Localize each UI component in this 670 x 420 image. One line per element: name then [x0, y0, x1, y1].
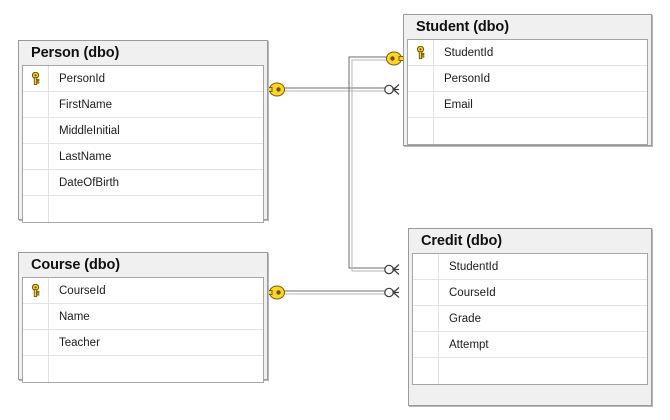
field-row[interactable]: StudentId: [413, 254, 647, 280]
field-name: PersonId: [444, 72, 491, 85]
field-row[interactable]: Attempt: [413, 332, 647, 358]
field-name: FirstName: [59, 98, 113, 111]
field-icon-cell-empty: [408, 92, 434, 117]
field-row[interactable]: LastName: [23, 144, 263, 170]
field-name: StudentId: [444, 46, 494, 59]
relationship-person-student[interactable]: [259, 82, 400, 97]
field-icon-cell-empty: [413, 254, 439, 279]
field-name: CourseId: [449, 286, 496, 299]
field-row-empty[interactable]: [23, 196, 263, 222]
field-icon-cell-empty: [413, 280, 439, 305]
field-name: Grade: [449, 312, 481, 325]
primary-key-icon: [31, 284, 40, 297]
field-name: DateOfBirth: [59, 176, 120, 189]
field-row-empty[interactable]: [408, 118, 647, 144]
field-row[interactable]: StudentId: [408, 40, 647, 66]
field-row[interactable]: PersonId: [23, 66, 263, 92]
entity-table-title: Credit (dbo): [421, 233, 502, 249]
field-icon-cell-empty: [408, 66, 434, 91]
many-crowsfoot-marker: [384, 287, 400, 298]
field-row[interactable]: CourseId: [23, 278, 263, 304]
field-name: Email: [444, 98, 473, 111]
field-icon-cell-empty: [408, 118, 434, 144]
field-icon-cell-empty: [413, 358, 439, 384]
relationship-course-credit[interactable]: [259, 285, 400, 300]
field-row[interactable]: MiddleInitial: [23, 118, 263, 144]
field-name: Name: [59, 310, 90, 323]
field-row[interactable]: DateOfBirth: [23, 170, 263, 196]
field-icon-cell-empty: [23, 304, 49, 329]
field-icon-cell-empty: [23, 118, 49, 143]
field-icon-cell-empty: [23, 144, 49, 169]
field-name: Attempt: [449, 338, 489, 351]
field-name: Teacher: [59, 336, 100, 349]
primary-key-icon-cell: [408, 40, 434, 65]
primary-key-icon: [416, 46, 425, 59]
field-icon-cell-empty: [23, 356, 49, 382]
field-name: LastName: [59, 150, 112, 163]
field-row[interactable]: PersonId: [408, 66, 647, 92]
field-icon-cell-empty: [413, 306, 439, 331]
field-row[interactable]: Name: [23, 304, 263, 330]
many-crowsfoot-marker: [384, 264, 400, 275]
field-name: PersonId: [59, 72, 106, 85]
field-row[interactable]: Grade: [413, 306, 647, 332]
field-icon-cell-empty: [23, 196, 49, 222]
entity-table-title: Person (dbo): [31, 45, 120, 61]
entity-table-title: Course (dbo): [31, 257, 121, 273]
field-name: CourseId: [59, 284, 106, 297]
field-icon-cell-empty: [23, 92, 49, 117]
field-row[interactable]: CourseId: [413, 280, 647, 306]
primary-key-icon-cell: [23, 66, 49, 91]
field-name: StudentId: [449, 260, 499, 273]
primary-key-icon-cell: [23, 278, 49, 303]
field-row[interactable]: Teacher: [23, 330, 263, 356]
primary-key-icon: [31, 72, 40, 85]
many-crowsfoot-marker: [384, 84, 400, 95]
field-row[interactable]: Email: [408, 92, 647, 118]
field-icon-cell-empty: [23, 330, 49, 355]
field-row[interactable]: FirstName: [23, 92, 263, 118]
field-row-empty[interactable]: [23, 356, 263, 382]
field-name: MiddleInitial: [59, 124, 120, 137]
field-icon-cell-empty: [23, 170, 49, 195]
field-icon-cell-empty: [413, 332, 439, 357]
entity-table-title: Student (dbo): [416, 19, 509, 35]
field-row-empty[interactable]: [413, 358, 647, 384]
relationship-student-credit[interactable]: [348, 51, 412, 275]
